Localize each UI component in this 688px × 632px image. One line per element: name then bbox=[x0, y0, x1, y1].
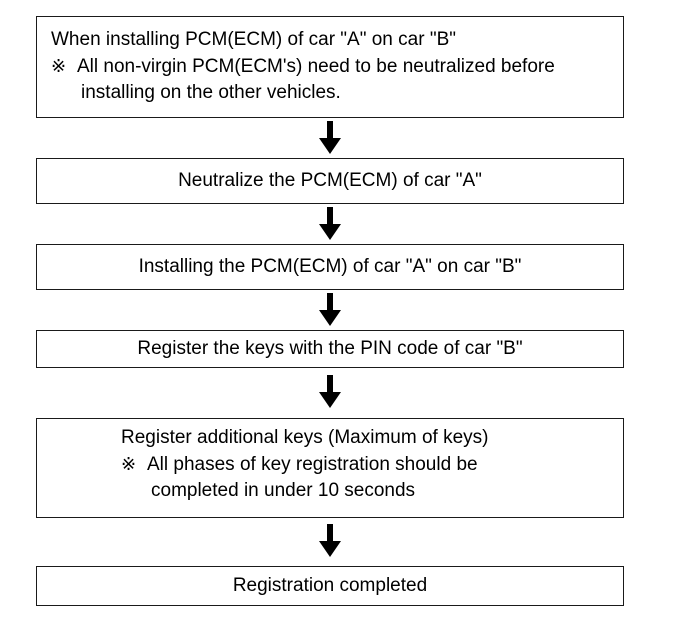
down-arrow-icon bbox=[319, 293, 341, 326]
step-box-register-additional-keys: Register additional keys (Maximum of key… bbox=[36, 418, 624, 518]
step-note-line-1: All phases of key registration should be bbox=[147, 454, 478, 475]
step-text-block: Register additional keys (Maximum of key… bbox=[121, 425, 488, 504]
note-reference-mark: ※ bbox=[51, 56, 67, 76]
step-box-neutralize: Neutralize the PCM(ECM) of car "A" bbox=[36, 158, 624, 204]
step-note: ※ All phases of key registration should b… bbox=[121, 451, 488, 478]
down-arrow-icon bbox=[319, 207, 341, 240]
step-box-registration-completed: Registration completed bbox=[36, 566, 624, 606]
step-box-register-keys: Register the keys with the PIN code of c… bbox=[36, 330, 624, 368]
down-arrow-icon bbox=[319, 375, 341, 408]
step-note: ※ All non-virgin PCM(ECM's) need to be ne… bbox=[51, 53, 555, 80]
step-text: Registration completed bbox=[232, 575, 428, 596]
step-title: When installing PCM(ECM) of car "A" on c… bbox=[51, 29, 456, 50]
down-arrow-icon bbox=[319, 121, 341, 154]
note-reference-mark: ※ bbox=[121, 454, 137, 474]
step-note-line-1: All non-virgin PCM(ECM's) need to be neu… bbox=[77, 56, 555, 77]
step-text: Register the keys with the PIN code of c… bbox=[137, 338, 523, 359]
step-note-line-2: installing on the other vehicles. bbox=[81, 82, 341, 103]
step-text: Neutralize the PCM(ECM) of car "A" bbox=[178, 170, 482, 191]
step-note-line-2: completed in under 10 seconds bbox=[151, 480, 416, 501]
down-arrow-icon bbox=[319, 524, 341, 557]
step-box-install-condition: When installing PCM(ECM) of car "A" on c… bbox=[36, 16, 624, 118]
step-title: Register additional keys (Maximum of key… bbox=[121, 427, 489, 448]
step-text: Installing the PCM(ECM) of car "A" on ca… bbox=[138, 256, 522, 277]
step-text-block: When installing PCM(ECM) of car "A" on c… bbox=[51, 27, 555, 106]
step-box-install: Installing the PCM(ECM) of car "A" on ca… bbox=[36, 244, 624, 290]
